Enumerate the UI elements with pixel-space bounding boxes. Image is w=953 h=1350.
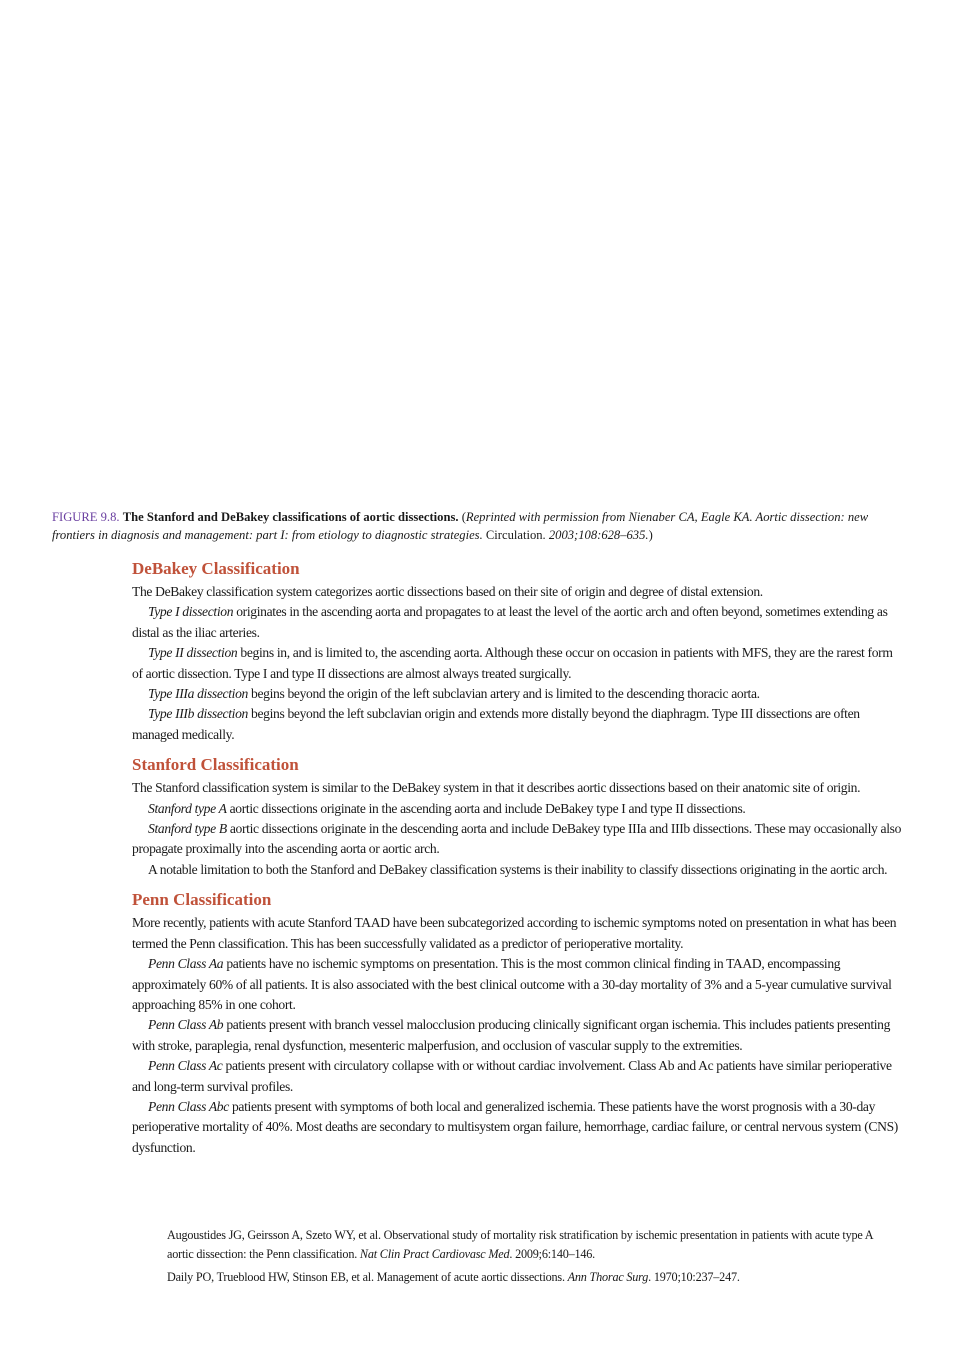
- penn-ab-term: Penn Class Ab: [148, 1017, 224, 1033]
- penn-abc-paragraph: Penn Class Abc patients present with sym…: [132, 1097, 902, 1158]
- section-heading-penn: Penn Classification: [132, 890, 272, 910]
- caption-open-paren: (: [461, 510, 466, 524]
- caption-journal: Circulation.: [485, 528, 546, 542]
- penn-ab-paragraph: Penn Class Ab patients present with bran…: [132, 1015, 902, 1056]
- penn-abc-term: Penn Class Abc: [148, 1098, 229, 1114]
- stanford-typeA-text: aortic dissections originate in the asce…: [226, 800, 746, 816]
- stanford-typeA-paragraph: Stanford type A aortic dissections origi…: [132, 799, 902, 819]
- stanford-limitation: A notable limitation to both the Stanfor…: [148, 861, 888, 877]
- caption-close-paren: ): [648, 528, 653, 542]
- penn-intro: More recently, patients with acute Stanf…: [132, 915, 897, 951]
- stanford-intro: The Stanford classification system is si…: [132, 780, 861, 796]
- debakey-type3a-paragraph: Type IIIa dissection begins beyond the o…: [132, 684, 902, 704]
- caption-citation: 2003;108:628–635.: [548, 528, 649, 542]
- figure-title: The Stanford and DeBakey classifications…: [122, 510, 459, 524]
- debakey-type2-term: Type II dissection: [148, 645, 238, 661]
- main-text: DeBakey Classification The DeBakey class…: [132, 558, 902, 1167]
- penn-ac-term: Penn Class Ac: [148, 1058, 223, 1074]
- reference-journal: Ann Thorac Surg: [567, 1270, 649, 1284]
- debakey-intro: The DeBakey classification system catego…: [132, 584, 763, 599]
- debakey-type2-text: begins in, and is limited to, the ascend…: [132, 645, 893, 681]
- debakey-type3a-text: begins beyond the origin of the left sub…: [247, 686, 760, 702]
- figure-label: FIGURE 9.8.: [52, 510, 120, 524]
- references: Augoustides JG, Geirsson A, Szeto WY, et…: [167, 1226, 897, 1292]
- penn-ac-text: patients present with circulatory collap…: [132, 1058, 892, 1094]
- debakey-type1-paragraph: Type I dissection originates in the asce…: [132, 602, 902, 643]
- penn-ac-paragraph: Penn Class Ac patients present with circ…: [132, 1056, 902, 1097]
- debakey-type2-paragraph: Type II dissection begins in, and is lim…: [132, 643, 902, 684]
- reference-authors: Augoustides JG, Geirsson A, Szeto WY, et…: [167, 1228, 873, 1261]
- figure-caption: FIGURE 9.8. The Stanford and DeBakey cla…: [52, 508, 892, 544]
- debakey-type3a-term: Type IIIa dissection: [148, 686, 248, 702]
- figure-image-area: [52, 40, 902, 500]
- penn-aa-text: patients have no ischemic symptoms on pr…: [132, 956, 892, 1012]
- stanford-typeB-paragraph: Stanford type B aortic dissections origi…: [132, 819, 902, 860]
- debakey-type3b-paragraph: Type IIIb dissection begins beyond the l…: [132, 704, 902, 745]
- penn-ab-text: patients present with branch vessel malo…: [132, 1017, 891, 1053]
- penn-abc-text: patients present with symptoms of both l…: [132, 1098, 898, 1155]
- section-debakey: DeBakey Classification The DeBakey class…: [132, 558, 902, 745]
- reference-tail: . 2009;6:140–146.: [509, 1246, 596, 1261]
- section-stanford: Stanford Classification The Stanford cla…: [132, 754, 902, 880]
- caption-source: Reprinted with permission from Nienaber …: [52, 510, 869, 542]
- stanford-typeB-term: Stanford type B: [148, 821, 227, 837]
- section-heading-stanford: Stanford Classification: [132, 755, 299, 775]
- reference-authors: Daily PO, Trueblood HW, Stinson EB, et a…: [167, 1270, 568, 1284]
- debakey-type3b-term: Type IIIb dissection: [148, 706, 248, 722]
- stanford-typeB-text: aortic dissections originate in the desc…: [132, 821, 902, 857]
- debakey-type3b-text: begins beyond the left subclavian origin…: [132, 706, 860, 742]
- penn-aa-paragraph: Penn Class Aa patients have no ischemic …: [132, 954, 902, 1015]
- reference-journal: Nat Clin Pract Cardiovasc Med: [359, 1246, 510, 1261]
- section-heading-debakey: DeBakey Classification: [132, 559, 300, 578]
- stanford-typeA-term: Stanford type A: [148, 800, 227, 816]
- debakey-type1-term: Type I dissection: [148, 604, 234, 620]
- reference-item: Augoustides JG, Geirsson A, Szeto WY, et…: [167, 1226, 897, 1263]
- penn-aa-term: Penn Class Aa: [148, 956, 224, 972]
- section-penn: Penn Classification More recently, patie…: [132, 889, 902, 1158]
- reference-item: Daily PO, Trueblood HW, Stinson EB, et a…: [167, 1268, 897, 1287]
- debakey-type1-text: originates in the ascending aorta and pr…: [132, 604, 888, 640]
- reference-tail: . 1970;10:237–247.: [648, 1270, 740, 1284]
